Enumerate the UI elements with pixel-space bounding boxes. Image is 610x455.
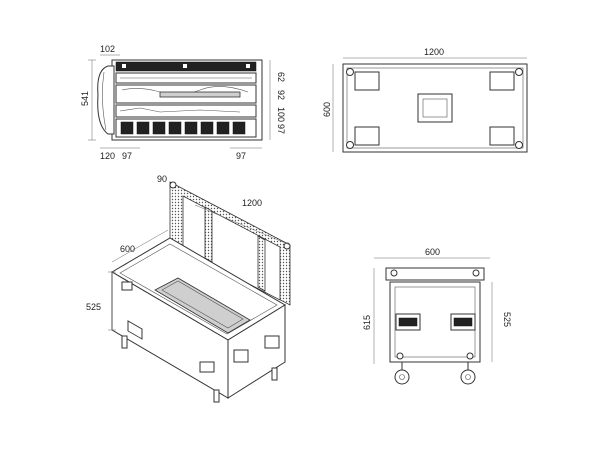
corner-icon	[346, 68, 354, 76]
latch-icon	[354, 126, 380, 146]
handle-icon	[417, 93, 453, 123]
handle-icon	[264, 335, 280, 349]
iso-length-label: 1200	[242, 198, 262, 208]
latch-icon	[489, 71, 515, 91]
socket-icon	[232, 121, 246, 135]
plan-view: 1200 600	[322, 47, 528, 153]
corner-icon	[396, 352, 404, 360]
plan-depth-label: 600	[322, 102, 332, 117]
side-width-label: 600	[425, 247, 440, 257]
socket-icon	[216, 121, 230, 135]
socket-icon	[184, 121, 198, 135]
case-outline	[342, 63, 528, 153]
wheel-icon	[121, 335, 128, 349]
wheel-icon	[460, 369, 476, 385]
latch-icon	[489, 126, 515, 146]
lid-thickness-label: 90	[157, 174, 167, 184]
iso-height-label: 525	[86, 302, 101, 312]
corner-icon	[346, 141, 354, 149]
socket-icon	[200, 121, 214, 135]
dim-120: 120	[100, 151, 115, 161]
handle-icon	[233, 349, 249, 363]
isometric-view: 90 1200 600 525	[86, 174, 291, 403]
top-view: 102 62 92 541 100 97 120 97 97	[80, 44, 286, 161]
socket-icon	[136, 121, 150, 135]
inner-tray	[154, 277, 251, 334]
socket-icon	[152, 121, 166, 135]
side-total-height-label: 615	[362, 315, 372, 330]
corner-icon	[515, 68, 523, 76]
rail-hole	[122, 64, 126, 68]
dim-92: 92	[276, 90, 286, 100]
plan-width-label: 1200	[424, 47, 444, 57]
corner-icon	[466, 352, 474, 360]
corner-icon	[515, 141, 523, 149]
dim-97-bottom: 97	[236, 151, 246, 161]
inner-bar	[159, 91, 241, 98]
socket-icon	[168, 121, 182, 135]
side-body-height-label: 525	[502, 312, 512, 327]
side-face	[227, 304, 286, 399]
rail-hole	[246, 64, 250, 68]
power-sockets	[120, 121, 246, 135]
rail-hole	[183, 64, 187, 68]
latch-icon	[127, 320, 143, 340]
corner-icon	[169, 181, 177, 189]
iso-width-label: 600	[120, 244, 135, 254]
side-view: 600 615 525	[362, 247, 512, 385]
lid-profile	[385, 267, 485, 281]
wheel-icon	[271, 367, 278, 381]
dim-62: 62	[276, 72, 286, 82]
socket-icon	[120, 121, 134, 135]
latch-icon	[354, 71, 380, 91]
wheel-icon	[213, 389, 220, 403]
dim-541: 541	[80, 91, 90, 106]
corner-icon	[472, 269, 480, 277]
wheel-icon	[394, 369, 410, 385]
dim-100: 100	[276, 107, 286, 122]
corner-icon	[390, 269, 398, 277]
latch-icon	[199, 361, 215, 373]
dim-97-right: 97	[276, 124, 286, 134]
cable-bundle	[97, 65, 115, 135]
hinge-icon	[121, 281, 133, 291]
dim-102: 102	[100, 44, 115, 54]
dim-97-left: 97	[122, 151, 132, 161]
